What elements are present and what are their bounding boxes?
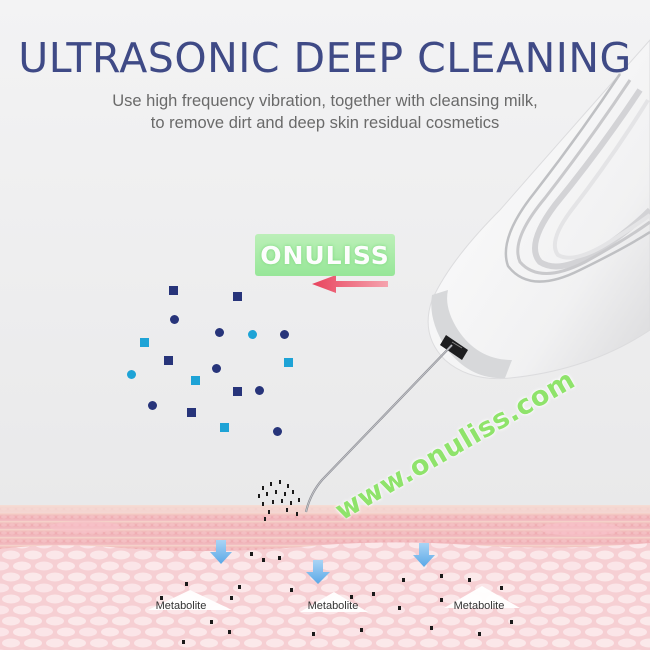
particle — [170, 315, 179, 324]
particle — [273, 427, 282, 436]
metabolite-label: Metabolite — [307, 600, 359, 612]
particle — [233, 292, 242, 301]
subtitle-line-2: to remove dirt and deep skin residual co… — [150, 114, 500, 132]
particle — [280, 330, 289, 339]
metabolite-label: Metabolite — [155, 600, 207, 612]
left-arrow-icon — [312, 275, 388, 293]
particle — [169, 286, 178, 295]
particle — [248, 330, 257, 339]
page-title: ULTRASONIC DEEP CLEANING — [18, 34, 632, 82]
down-arrow-icon — [306, 560, 330, 584]
particle — [164, 356, 173, 365]
brand-badge: ONULISS — [255, 234, 395, 276]
particle — [255, 386, 264, 395]
particle — [284, 358, 293, 367]
subtitle-line-1: Use high frequency vibration, together w… — [112, 92, 538, 110]
down-arrow-icon — [413, 543, 435, 567]
dirt-particles — [160, 480, 513, 644]
particle — [191, 376, 200, 385]
particle — [140, 338, 149, 347]
particle — [220, 423, 229, 432]
skin-cross-section — [0, 505, 650, 650]
particle — [127, 370, 136, 379]
particle — [233, 387, 242, 396]
down-arrow-icon — [210, 540, 232, 564]
ultrasonic-device — [427, 39, 650, 380]
particle — [148, 401, 157, 410]
particle — [215, 328, 224, 337]
particle — [212, 364, 221, 373]
particle — [187, 408, 196, 417]
brand-name: ONULISS — [260, 240, 390, 270]
metabolite-label: Metabolite — [453, 600, 505, 612]
